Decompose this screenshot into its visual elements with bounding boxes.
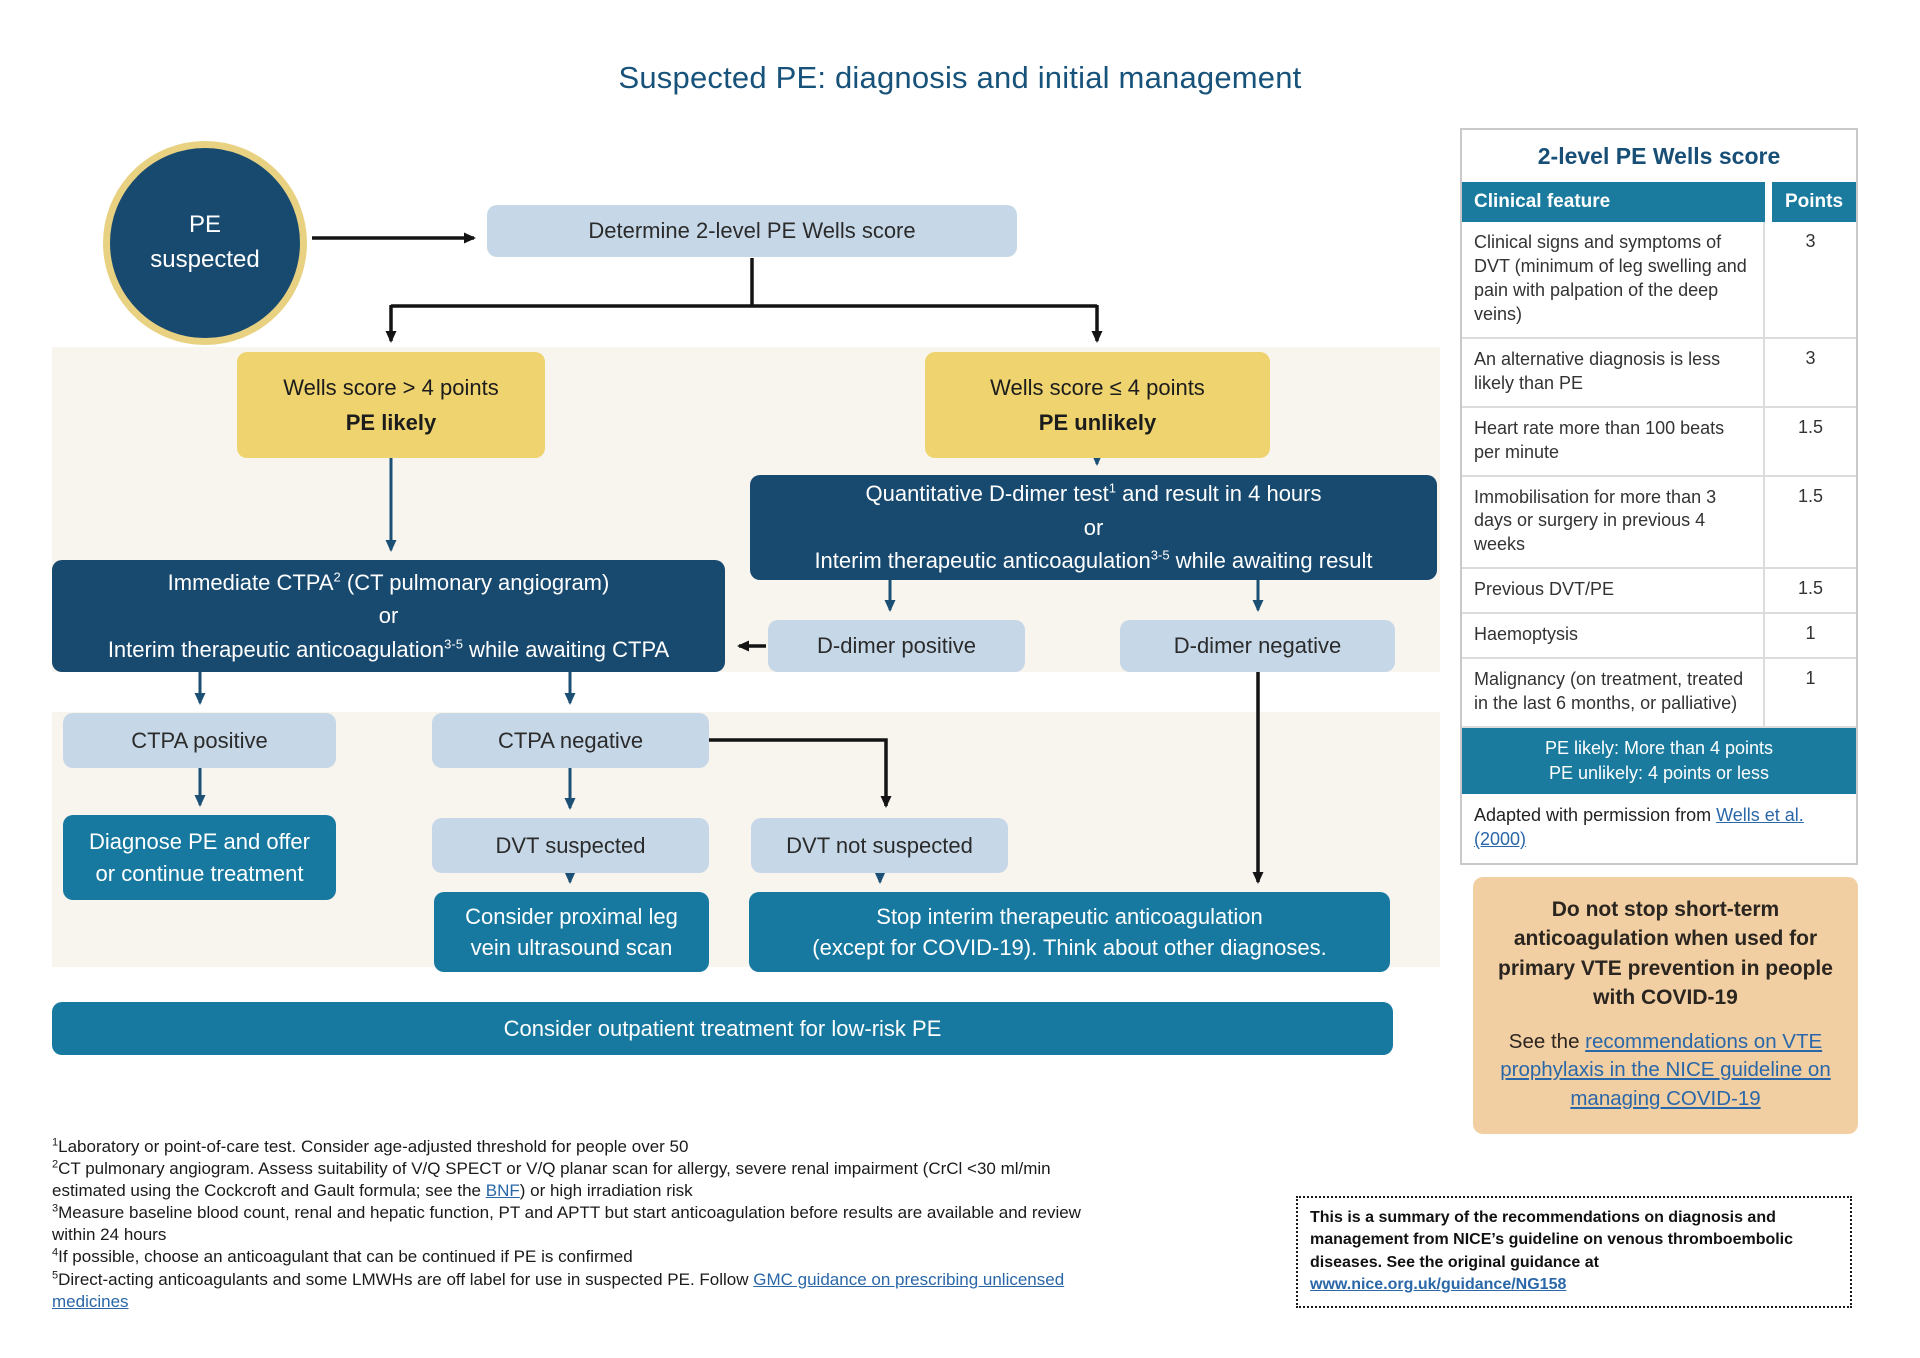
node-ctpa-positive: CTPA positive bbox=[63, 713, 336, 768]
footnote-3: 3Measure baseline blood count, renal and… bbox=[52, 1202, 1081, 1245]
header-gap bbox=[1765, 182, 1772, 222]
wells-table-interpretation: PE likely: More than 4 points PE unlikel… bbox=[1462, 728, 1856, 794]
node-ctpa-negative: CTPA negative bbox=[432, 713, 709, 768]
start-node-label: PE suspected bbox=[150, 211, 260, 273]
column-header-points: Points bbox=[1772, 182, 1856, 222]
wells-gt4-line1: Wells score > 4 points bbox=[283, 374, 499, 400]
footnotes: 1Laboratory or point-of-care test. Consi… bbox=[52, 1136, 1092, 1313]
wells-table-title: 2-level PE Wells score bbox=[1537, 143, 1781, 169]
node-wells-gt-4: Wells score > 4 points PE likely bbox=[237, 352, 545, 458]
banner-outpatient-treatment: Consider outpatient treatment for low-ri… bbox=[52, 1002, 1393, 1055]
table-row: Immobilisation for more than 3 days or s… bbox=[1462, 476, 1856, 570]
node-ddimer-positive: D-dimer positive bbox=[768, 620, 1025, 672]
gmc-guidance-link[interactable]: GMC guidance on prescribing unlicensed m… bbox=[52, 1269, 1065, 1311]
wells-score-table: 2-level PE Wells score Clinical feature … bbox=[1460, 128, 1858, 866]
node-diagnose-pe: Diagnose PE and offer or continue treatm… bbox=[63, 815, 336, 900]
table-row: Previous DVT/PE 1.5 bbox=[1462, 569, 1856, 615]
footnote-4: 4If possible, choose an anticoagulant th… bbox=[52, 1246, 633, 1267]
wells-le4-line2: PE unlikely bbox=[1038, 410, 1157, 435]
covid-note-see: See the recommendations on VTE prophylax… bbox=[1500, 1029, 1831, 1110]
node-stop-interim-anticoagulation: Stop interim therapeutic anticoagulation… bbox=[749, 892, 1390, 972]
footnote-1: 1Laboratory or point-of-care test. Consi… bbox=[52, 1136, 689, 1156]
bnf-link[interactable]: BNF bbox=[485, 1181, 520, 1201]
wells-table-source: Adapted with permission from Wells et al… bbox=[1474, 804, 1804, 850]
nice-summary-note: This is a summary of the recommendations… bbox=[1296, 1196, 1852, 1308]
node-ddimer-negative: D-dimer negative bbox=[1120, 620, 1395, 672]
start-node-pe-suspected: PE suspected bbox=[103, 141, 307, 345]
node-wells-le-4: Wells score ≤ 4 points PE unlikely bbox=[925, 352, 1270, 458]
node-consider-ultrasound: Consider proximal leg vein ultrasound sc… bbox=[434, 892, 709, 972]
node-determine-wells-score: Determine 2-level PE Wells score bbox=[487, 205, 1017, 257]
covid-note-text: Do not stop short-term anticoagulation w… bbox=[1498, 898, 1833, 1010]
node-quantitative-ddimer: Quantitative D-dimer test1 and result in… bbox=[750, 475, 1437, 580]
nice-guidance-link[interactable]: www.nice.org.uk/guidance/NG158 bbox=[1310, 1276, 1567, 1294]
footnote-2: 2CT pulmonary angiogram. Assess suitabil… bbox=[52, 1158, 1051, 1201]
table-row: Malignancy (on treatment, treated in the… bbox=[1462, 659, 1856, 729]
wells-le4-line1: Wells score ≤ 4 points bbox=[990, 374, 1205, 400]
table-row: Clinical signs and symptoms of DVT (mini… bbox=[1462, 222, 1856, 339]
table-row: An alternative diagnosis is less likely … bbox=[1462, 338, 1856, 408]
column-header-clinical-feature: Clinical feature bbox=[1462, 182, 1765, 222]
node-dvt-suspected: DVT suspected bbox=[432, 818, 709, 873]
page-title: Suspected PE: diagnosis and initial mana… bbox=[618, 60, 1302, 95]
node-immediate-ctpa: Immediate CTPA2 (CT pulmonary angiogram)… bbox=[52, 560, 725, 672]
wells-et-al-link[interactable]: Wells et al. (2000) bbox=[1474, 804, 1804, 850]
vte-prophylaxis-link[interactable]: recommendations on VTE prophylaxis in th… bbox=[1500, 1029, 1831, 1110]
wells-gt4-line2: PE likely bbox=[345, 410, 437, 435]
table-row: Heart rate more than 100 beats per minut… bbox=[1462, 407, 1856, 477]
footnote-5: 5Direct-acting anticoagulants and some L… bbox=[52, 1268, 1065, 1311]
table-row: Haemoptysis 1 bbox=[1462, 614, 1856, 660]
node-dvt-not-suspected: DVT not suspected bbox=[751, 818, 1008, 873]
covid-anticoagulation-note: Do not stop short-term anticoagulation w… bbox=[1473, 877, 1858, 1134]
wells-table-header: Clinical feature Points bbox=[1462, 182, 1856, 222]
